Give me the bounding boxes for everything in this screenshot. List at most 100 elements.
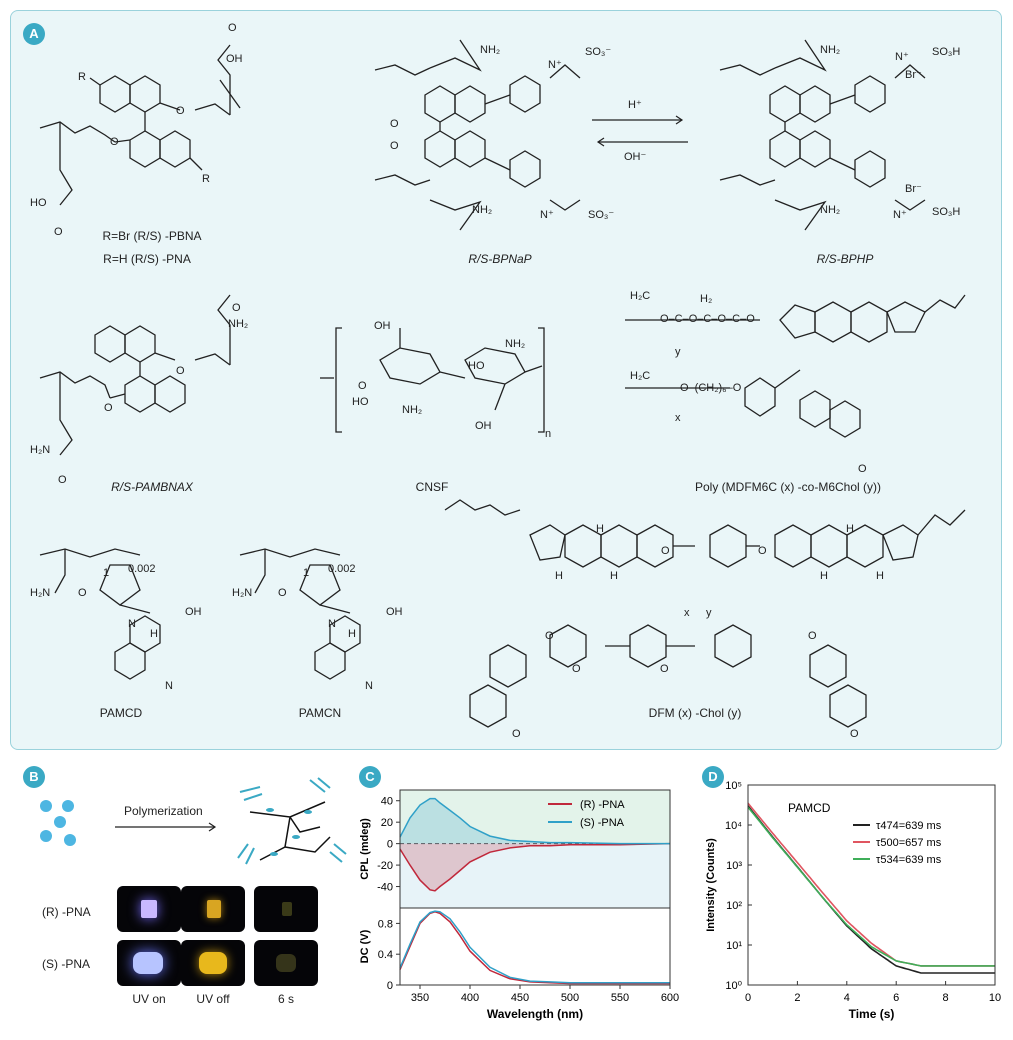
atom-nplus-bphp-top: N⁺ (895, 51, 909, 63)
reaction-reverse-label: OH⁻ (624, 151, 647, 163)
atom-nplus-bpnap-top: N⁺ (548, 59, 562, 71)
atom-o-ether2: O (110, 136, 119, 148)
atom-oh-cooh: OH (226, 53, 243, 65)
atom-n-pamcn: N (328, 618, 336, 630)
atom-o-cnsf: O (358, 380, 367, 392)
chart-d-xtick-label: 10 (989, 992, 1001, 1004)
atom-so3-bpnap-bottom: SO₃⁻ (588, 209, 615, 221)
atom-o-dfm-4: O (660, 663, 669, 675)
atom-nh2-cnsf-1: NH₂ (402, 404, 423, 416)
dc-line-s (399, 910, 670, 984)
dc-ytick-label: 0.4 (378, 949, 393, 961)
atom-nh2-bpnap-top: NH₂ (480, 44, 501, 56)
atom-oh-pamcn: OH (386, 606, 403, 618)
atom-h-chol-5: H (820, 570, 828, 582)
atom-o-dfm-6: O (808, 630, 817, 642)
atom-h2-mdfm: H₂ (700, 293, 713, 305)
atom-nh2-cnsf-2: NH₂ (505, 338, 526, 350)
atom-nh2-bpnap-bottom: NH₂ (472, 204, 493, 216)
atom-h2c-mdfm-1: H₂C (630, 290, 651, 302)
atom-oh-cnsf-1: OH (374, 320, 391, 332)
atom-h-chol-3: H (555, 570, 563, 582)
chart-d-xtick-label: 4 (844, 992, 850, 1004)
chart-c-frame (399, 789, 671, 986)
atom-n-quinoline-pamcd: N (165, 680, 173, 692)
dc-ylabel: DC (V) (359, 929, 371, 963)
atom-o-dfm-furan-1: O (512, 728, 521, 740)
chart-c-xtick-label: 600 (661, 992, 679, 1004)
caption-pna: R=H (R/S) -PNA (103, 252, 191, 266)
caption-dfm-chol: DFM (x) -Chol (y) (648, 706, 742, 720)
atom-nplus-bphp-bottom: N⁺ (893, 209, 907, 221)
photo-r-6s (254, 886, 318, 932)
row-label-s-pna: (S) -PNA (42, 957, 90, 971)
atom-o-dfm-2: O (758, 545, 767, 557)
atom-o-pamcn: O (278, 587, 287, 599)
decay-legend-label-1: τ500=657 ms (876, 837, 942, 849)
atom-nplus-bpnap-bottom: N⁺ (540, 209, 554, 221)
atom-ho-cooh: HO (30, 197, 47, 209)
polymerization-arrow (115, 822, 217, 832)
atom-h2n-pamcn: H₂N (232, 587, 253, 599)
atom-1-pamcd: 1 (103, 567, 110, 579)
chart-c-xtick-label: 400 (461, 992, 479, 1004)
atom-nh2-pambnax-top: NH₂ (228, 318, 249, 330)
photo-r-uv-off (181, 886, 245, 932)
panel-d-badge: D (702, 766, 724, 788)
atom-o-bpnap-1: O (390, 118, 399, 130)
atom-n-pamcd: N (128, 618, 136, 630)
atom-so3h-bphp-top: SO₃H (932, 46, 961, 58)
dc-ytick-label: 0 (387, 980, 393, 992)
cpl-ytick-label: -20 (377, 860, 393, 872)
col-label-uv-on: UV on (132, 992, 166, 1006)
atom-o-pambnax-3: O (58, 474, 67, 486)
decay-line-2 (747, 806, 995, 967)
chart-d-title: PAMCD (788, 801, 831, 815)
atom-o-dfm-1: O (661, 545, 670, 557)
cpl-area-r (400, 843, 670, 891)
atom-o-bpnap-2: O (390, 140, 399, 152)
atom-br-bphp-bottom: Br⁻ (905, 183, 922, 195)
reaction-forward-label: H⁺ (628, 99, 642, 111)
dc-line-r (399, 911, 670, 985)
polymerization-label: Polymerization (124, 804, 203, 818)
panel-a-badge: A (23, 23, 45, 45)
pambnax-structure (39, 294, 231, 456)
cpl-area-s (400, 798, 670, 844)
atom-so3h-bphp-bottom: SO₃H (932, 206, 961, 218)
atom-h-pamcn: H (348, 628, 356, 640)
panel-a: A (10, 10, 1002, 750)
mdfm6c-structure (625, 294, 966, 438)
atom-oh-cnsf-2: OH (475, 420, 492, 432)
caption-pbna: R=Br (R/S) -PBNA (102, 229, 202, 243)
panel-b-badge: B (23, 766, 45, 788)
atom-o-dfm-furan-2: O (850, 728, 859, 740)
atom-h-pamcd: H (150, 628, 158, 640)
atom-o-mdfm-furan: O (858, 463, 867, 475)
chart-c-xtick-label: 500 (561, 992, 579, 1004)
atom-0002-pamcn: 0.002 (328, 563, 356, 575)
dc-ytick-label: 0.8 (378, 918, 393, 930)
chart-d-xtick-label: 8 (943, 992, 949, 1004)
cnsf-structure (320, 327, 545, 433)
cpl-ytick-label: 40 (381, 796, 393, 808)
atom-h2c-mdfm-2: H₂C (630, 370, 651, 382)
chart-d-ytick-label: 10⁵ (725, 780, 742, 792)
panel-c-badge: C (359, 766, 381, 788)
atom-o-ether1: O (176, 105, 185, 117)
cpl-negative-background (400, 843, 670, 908)
atom-ho-cnsf-2: HO (468, 360, 485, 372)
atom-h-chol-6: H (876, 570, 884, 582)
atom-ho-cnsf: HO (352, 396, 369, 408)
cpl-ytick-label: 0 (387, 839, 393, 851)
atom-hexyl-mdfm: O–(CH₂)₆–O (680, 382, 742, 394)
atom-r-top: R (78, 71, 86, 83)
row-label-r-pna: (R) -PNA (42, 905, 91, 919)
chart-d-xtick-label: 2 (794, 992, 800, 1004)
atom-y-mdfm: y (675, 346, 681, 358)
caption-pamcn: PAMCN (298, 706, 342, 720)
atom-1-pamcn: 1 (303, 567, 310, 579)
pbna-structure (39, 44, 241, 206)
